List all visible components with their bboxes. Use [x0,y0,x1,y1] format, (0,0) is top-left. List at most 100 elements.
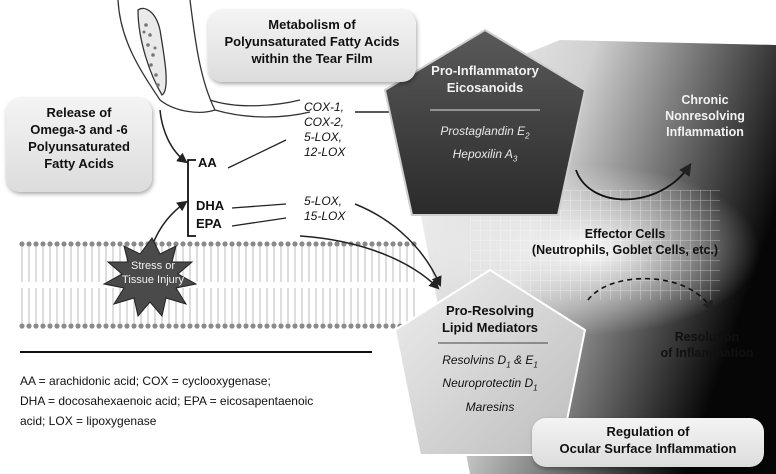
gland-dots [142,23,160,87]
enzyme-5lox-aa: 5-LOX, [304,130,343,144]
lipid-head [383,323,389,329]
lipid-head [26,241,32,247]
lipid-head [89,323,95,329]
resolution-line-1: Resolution [674,330,740,344]
resolution-line-2: of Inflammation [660,346,754,360]
lipid-head [194,241,200,247]
lipid-head [159,323,165,329]
lipid-head [40,323,46,329]
lipid-head [285,241,291,247]
lipid-head [47,241,53,247]
lipid-head [180,323,186,329]
release-title-line-3: Polyunsaturated [28,139,130,154]
lipid-head [383,241,389,247]
lipid-head [110,323,116,329]
resolvins: Resolvins D1 & E1 [442,353,538,370]
lipid-head [117,241,123,247]
lipid-head [47,323,53,329]
lipid-head [138,241,144,247]
lipid-head [313,241,319,247]
lipid-head [299,241,305,247]
lipid-head [313,323,319,329]
lipid-head [257,241,263,247]
to-proresolving-arrow-2 [299,235,440,290]
lipid-head [61,241,67,247]
pro-resolving-title-line-1: Pro-Resolving [445,303,535,318]
lipid-head [236,323,242,329]
lipid-head [61,323,67,329]
lipid-head [166,323,172,329]
lipid-head [19,323,25,329]
lipid-head [75,323,81,329]
fatty-acid-bracket [187,159,196,237]
lipid-head [117,323,123,329]
lipid-head [306,241,312,247]
lipid-head [229,323,235,329]
lipid-head [40,241,46,247]
lipid-head [257,323,263,329]
epa-enzyme-line [231,217,287,227]
lipid-head [271,323,277,329]
lipid-head [243,323,249,329]
lipid-head [327,241,333,247]
lipid-head [376,323,382,329]
enzyme-cox1: COX-1, [304,100,345,114]
lipid-head [103,323,109,329]
lipid-head [243,241,249,247]
hepoxilin-a3: Hepoxilin A3 [452,147,518,164]
stress-label: Stress or Tissue Injury [104,259,202,287]
metabolism-title-line-2: Polyunsaturated Fatty Acids [224,34,400,49]
effector-line-1: Effector Cells [584,227,666,241]
lipid-head [369,241,375,247]
lipid-head [180,241,186,247]
neuroprotectin: Neuroprotectin D1 [442,376,538,393]
lipid-head [222,323,228,329]
lipid-head [341,323,347,329]
dha-epa-enzymes: 5-LOX, 15-LOX [304,194,345,224]
lipid-head [68,323,74,329]
lipid-head [194,323,200,329]
pro-inflammatory-items: Prostaglandin E2 Hepoxilin A3 [410,122,560,169]
metabolism-title-box: Metabolism of Polyunsaturated Fatty Acid… [208,10,416,82]
lipid-head [292,241,298,247]
release-title-line-2: Omega-3 and -6 [30,122,128,137]
prostaglandin-e2: Prostaglandin E2 [440,124,530,141]
maresins: Maresins [465,399,515,414]
gland-to-bracket-arrow [159,109,188,164]
lipid-head [82,241,88,247]
lipid-head [362,323,368,329]
lipid-head [138,323,144,329]
lipid-head [166,241,172,247]
lipid-head [278,323,284,329]
lipid-head [33,241,39,247]
stress-label-line-1: Stress or [130,260,175,272]
lipid-head [145,323,151,329]
regulation-title-line-1: Regulation of [606,424,690,439]
lipid-head [187,241,193,247]
enzyme-cox2: COX-2, [304,115,345,129]
enzyme-12lox: 12-LOX [304,145,346,159]
lipid-head [152,323,158,329]
lipid-head [327,323,333,329]
metabolism-title-line-1: Metabolism of [268,17,356,32]
lipid-head [201,241,207,247]
lipid-head [54,241,60,247]
lipid-head [292,323,298,329]
chronic-line-3: Inflammation [666,125,744,139]
effector-line-2: (Neutrophils, Goblet Cells, etc.) [531,243,719,257]
lipid-head [320,241,326,247]
chronic-inflammation-label: Chronic Nonresolving Inflammation [650,92,760,140]
lipid-head [250,241,256,247]
abbreviation-legend: AA = arachidonic acid; COX = cyclooxygen… [20,371,313,431]
metabolism-title-line-3: within the Tear Film [251,51,373,66]
epa-label: EPA [196,216,222,231]
lipid-head [26,323,32,329]
lipid-head [187,323,193,329]
pro-inflammatory-title-line-1: Pro-Inflammatory [431,63,539,78]
aa-label: AA [198,155,217,170]
lipid-head [278,241,284,247]
lipid-head [82,323,88,329]
lipid-head [390,323,396,329]
pro-inflammatory-title: Pro-Inflammatory Eicosanoids [410,62,560,96]
